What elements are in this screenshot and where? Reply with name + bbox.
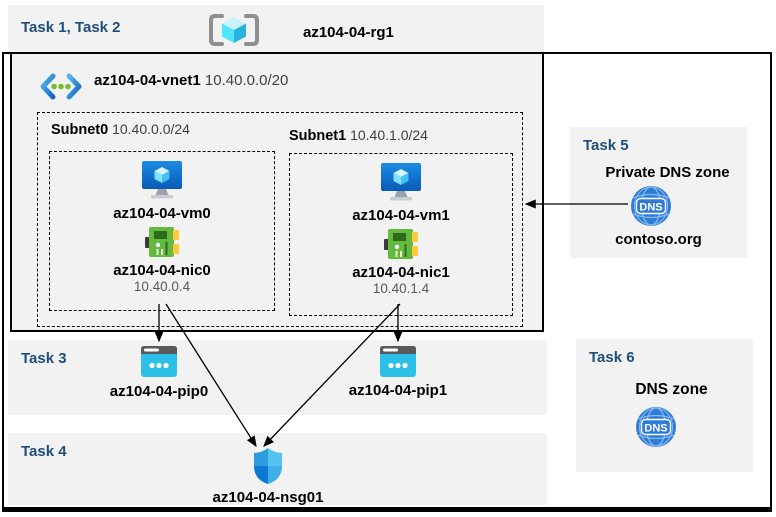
vnet-name-row: az104-04-vnet1 10.40.0.0/20 [94, 72, 288, 89]
task6-box: Task 6 DNS zone DNS [576, 339, 753, 472]
vm1-icon [379, 163, 423, 203]
nic0-icon [144, 226, 180, 258]
task4-band: Task 4 az104-04-nsg0 [8, 433, 547, 506]
pip0-name: az104-04-pip0 [109, 383, 209, 400]
subnet1-cidr: 10.40.1.0/24 [350, 127, 428, 143]
dns-zone-icon: DNS [635, 406, 677, 448]
vnet-cidr: 10.40.0.0/20 [204, 72, 289, 89]
nic0-name: az104-04-nic0 [113, 262, 211, 279]
nic0-ip: 10.40.0.4 [133, 279, 191, 294]
subnet0-label: Subnet0 10.40.0.0/24 [51, 121, 190, 138]
pip0-icon [141, 346, 177, 377]
vnet-name: az104-04-vnet1 [94, 72, 201, 89]
nsg-group: az104-04-nsg01 [193, 447, 343, 506]
private-dns-zone-title: Private DNS zone [605, 164, 730, 181]
pip1-icon [380, 346, 416, 377]
nic1-icon [383, 228, 419, 260]
task-1-2-label: Task 1, Task 2 [21, 19, 121, 36]
resource-group-name: az104-04-rg1 [303, 24, 394, 41]
vm0-name: az104-04-vm0 [113, 205, 211, 222]
dns-zone-title: DNS zone [635, 381, 708, 398]
task3-label: Task 3 [21, 350, 67, 367]
vnet-icon [40, 73, 82, 100]
task6-label: Task 6 [589, 349, 635, 366]
subnet1-name: Subnet1 [289, 128, 347, 144]
task5-label: Task 5 [583, 137, 629, 154]
subnet1-label: Subnet1 10.40.1.0/24 [289, 127, 428, 144]
task5-box: Task 5 Private DNS zone DNS contoso.org [570, 127, 747, 258]
dns-zone-icon-text: DNS [644, 423, 667, 435]
vm1-name: az104-04-vm1 [352, 207, 450, 224]
resource-group-icon [205, 13, 263, 47]
private-dns-zone-name: contoso.org [615, 231, 702, 248]
nic1-ip: 10.40.1.4 [372, 281, 430, 296]
private-dns-icon-text: DNS [639, 202, 662, 214]
resource-group-band: Task 1, Task 2 az104-04-rg1 [8, 5, 544, 52]
pip0-group: az104-04-pip0 [99, 346, 219, 400]
subnets-container: Subnet0 10.40.0.0/24 Subnet1 10.40.1.0/2… [37, 112, 523, 327]
nsg-name: az104-04-nsg01 [212, 489, 324, 506]
nsg-shield-icon [253, 447, 283, 485]
vm0-icon [140, 161, 184, 201]
subnet0-cidr: 10.40.0.0/24 [112, 121, 190, 137]
subnet0-name: Subnet0 [51, 122, 109, 138]
vnet-box: az104-04-vnet1 10.40.0.0/20 Subnet0 10.4… [10, 52, 544, 332]
private-dns-icon: DNS [630, 185, 672, 227]
pip1-group: az104-04-pip1 [338, 346, 458, 399]
subnet0-box: az104-04-vm0 az104-04-nic0 [49, 151, 275, 311]
subnet1-box: az104-04-vm1 az104-04-nic1 [289, 153, 513, 316]
task4-label: Task 4 [21, 443, 67, 460]
pip1-name: az104-04-pip1 [348, 382, 448, 399]
task3-band: Task 3 az104-04-pip0 [8, 340, 547, 415]
nic1-name: az104-04-nic1 [352, 264, 450, 281]
